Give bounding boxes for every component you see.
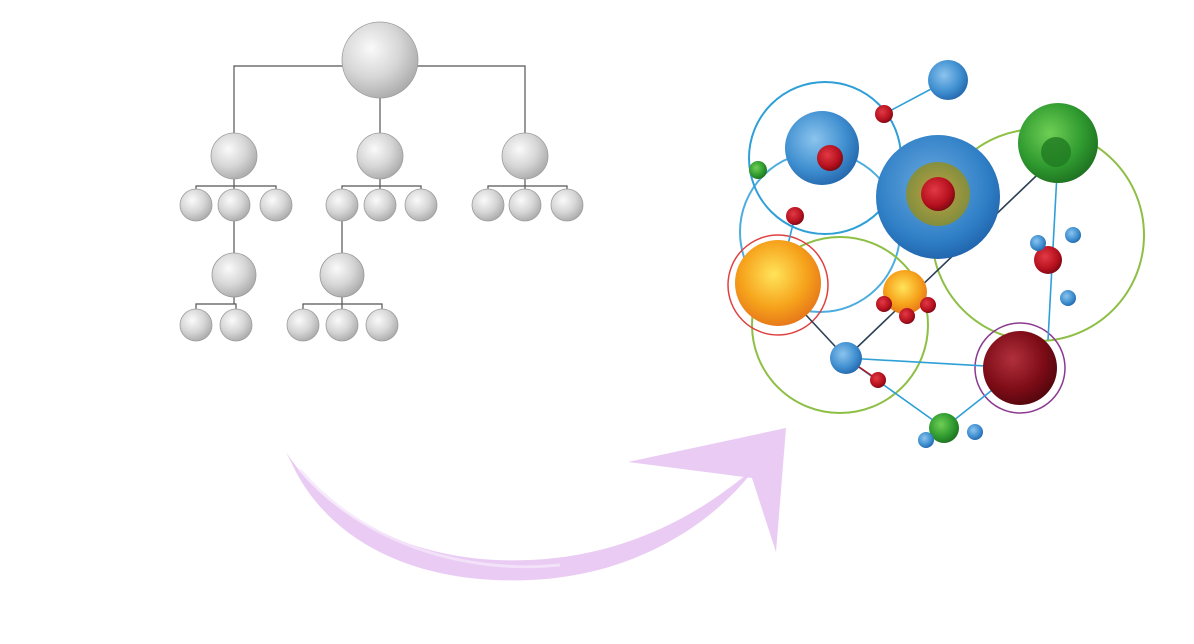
tree-node [217,188,251,222]
tree-node [179,188,213,222]
network-node-blue [830,342,862,374]
tree-node [365,308,399,342]
network-node-red [899,308,915,324]
tree-root-node [341,21,419,99]
arrow-head [628,428,786,552]
network-node-blue [967,424,983,440]
ring-red [727,234,829,336]
tree-node [211,252,257,298]
ring-green [751,236,929,414]
tree-node [259,188,293,222]
network-node-blue [1030,235,1046,251]
network-node-blue [1065,227,1081,243]
tree-node [501,132,549,180]
hierarchy-tree [179,21,584,342]
tree-node [404,188,438,222]
tree-node [508,188,542,222]
network-node-blue [1060,290,1076,306]
tree-node [179,308,213,342]
tree-node [471,188,505,222]
transition-arrow [286,428,786,581]
ring-purple [974,322,1066,414]
network-node-red [875,105,893,123]
network-node-red [920,297,936,313]
network-graph [727,60,1145,448]
tree-node [210,132,258,180]
network-node-red [786,207,804,225]
tree-node [219,308,253,342]
network-node-green [749,161,767,179]
network-node-dark-red [983,331,1057,405]
network-node-core [1041,137,1071,167]
network-node-core [921,177,955,211]
tree-node [286,308,320,342]
network-node-blue [918,432,934,448]
tree-node [356,132,404,180]
tree-node [319,252,365,298]
network-node-red [876,296,892,312]
arrow-body [286,452,752,581]
tree-node [363,188,397,222]
network-nodes [735,60,1098,448]
network-node-core [817,145,843,171]
tree-node [325,188,359,222]
network-node-blue [928,60,968,100]
network-node-red [870,372,886,388]
tree-node [325,308,359,342]
network-node-green [929,413,959,443]
network-node-red [1034,246,1062,274]
network-node-orange [735,240,821,326]
tree-nodes [179,21,584,342]
tree-node [550,188,584,222]
network-node-orange [883,270,927,314]
